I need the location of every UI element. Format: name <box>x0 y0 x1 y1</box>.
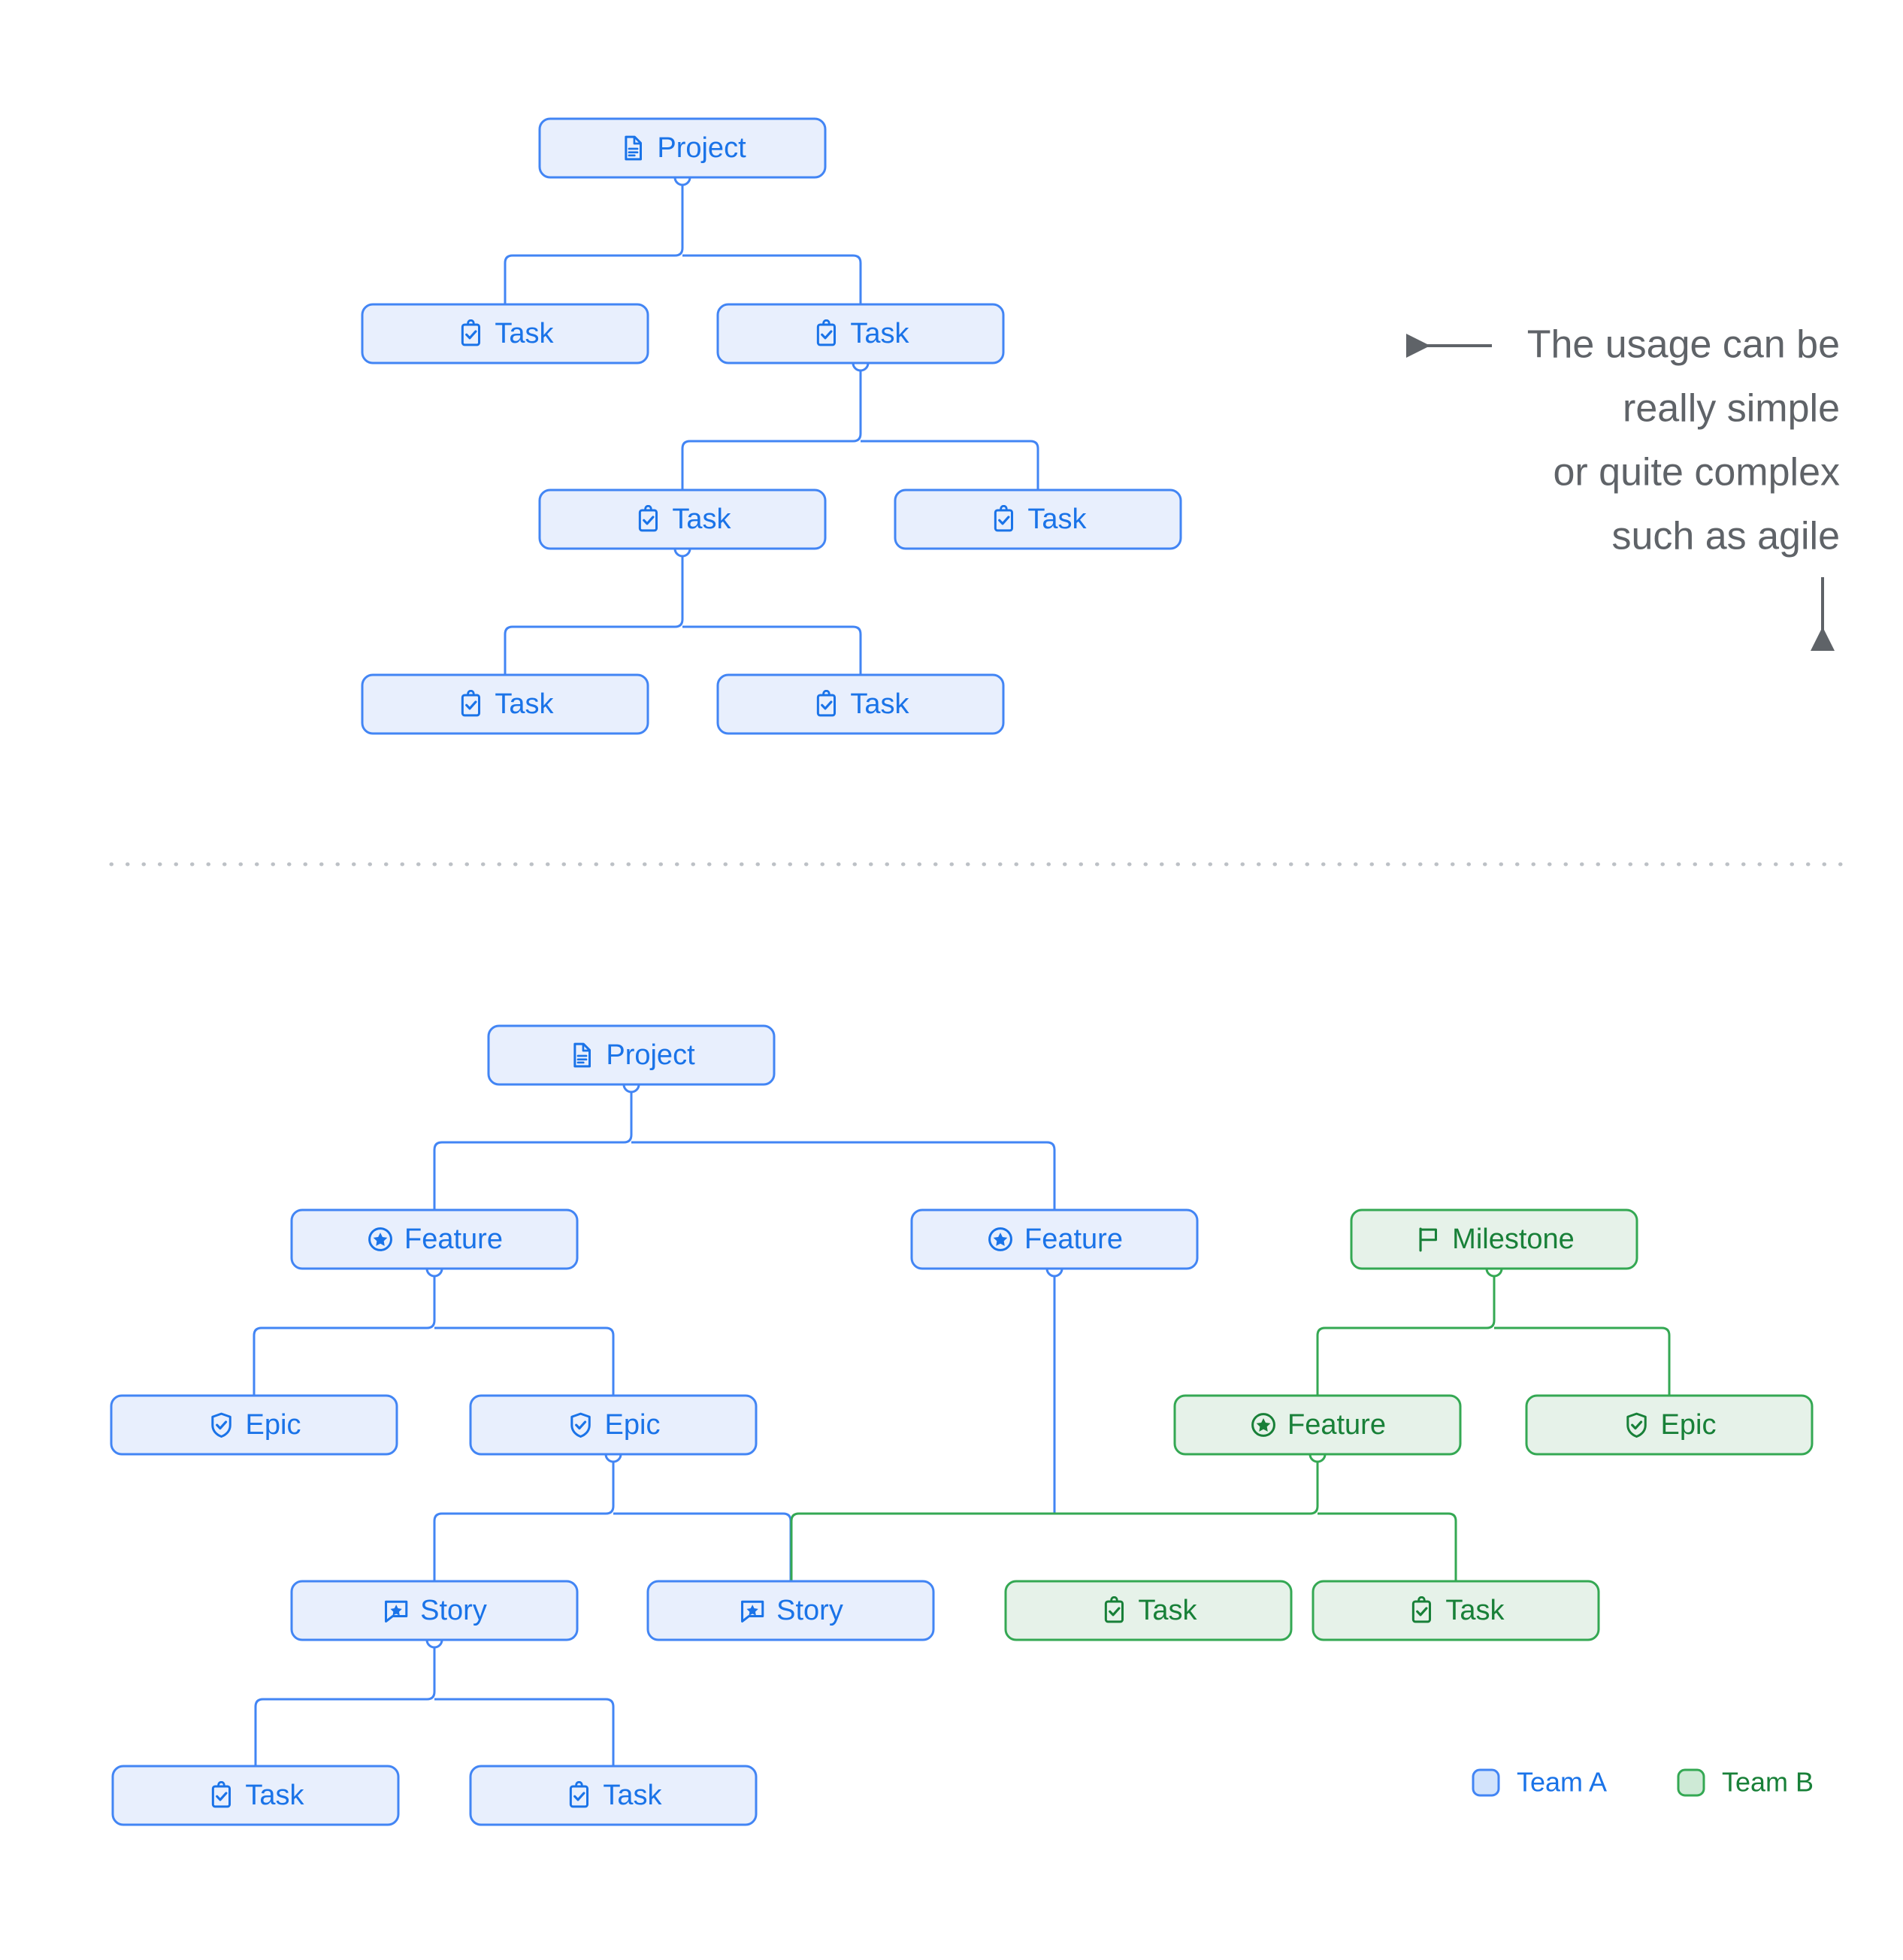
annotation-line-3: or quite complex <box>1553 451 1840 495</box>
node-task[interactable]: Task <box>361 303 649 364</box>
node-epic[interactable]: Epic <box>469 1394 758 1456</box>
node-label: Feature <box>404 1223 503 1255</box>
node-box <box>910 1208 1199 1270</box>
node-task[interactable]: Task <box>469 1765 758 1826</box>
node-box <box>361 673 649 735</box>
node-task[interactable]: Task <box>894 488 1182 550</box>
node-box <box>487 1024 776 1086</box>
connector-group-agile-blue <box>253 1084 1056 1766</box>
node-label: Project <box>657 132 746 164</box>
node-label: Task <box>495 318 554 349</box>
node-label: Story <box>776 1595 843 1626</box>
node-task[interactable]: Task <box>361 673 649 735</box>
node-box <box>1173 1394 1462 1456</box>
node-label: Feature <box>1024 1223 1123 1255</box>
node-box <box>361 303 649 364</box>
rounded-square-swatch <box>1472 1768 1500 1797</box>
node-label: Task <box>603 1780 662 1811</box>
node-label: Task <box>850 318 909 349</box>
node-box <box>1525 1394 1814 1456</box>
annotation-line-2: really simple <box>1623 387 1840 431</box>
rounded-square-swatch <box>1677 1768 1705 1797</box>
node-task[interactable]: Task <box>538 488 827 550</box>
legend-item-team-a[interactable]: Team A <box>1472 1767 1607 1798</box>
node-task[interactable]: Task <box>716 673 1005 735</box>
legend-label-team-a: Team A <box>1517 1767 1607 1798</box>
node-box <box>110 1394 398 1456</box>
connector-group-agile-green <box>790 1269 1671 1581</box>
node-label: Task <box>1138 1595 1197 1626</box>
anchor-dots-agile <box>425 1075 1503 1649</box>
node-epic[interactable]: Epic <box>1525 1394 1814 1456</box>
node-box <box>469 1765 758 1826</box>
node-task[interactable]: Task <box>111 1765 400 1826</box>
node-feature[interactable]: Feature <box>290 1208 579 1270</box>
annotation-line-4: such as agile <box>1611 515 1840 558</box>
node-feature[interactable]: Feature <box>910 1208 1199 1270</box>
node-label: Epic <box>1661 1409 1717 1441</box>
node-box <box>716 673 1005 735</box>
node-label: Task <box>672 504 731 535</box>
node-box <box>538 117 827 179</box>
node-box <box>290 1580 579 1641</box>
node-task[interactable]: Task <box>1004 1580 1293 1641</box>
node-label: Story <box>420 1595 487 1626</box>
node-box <box>469 1394 758 1456</box>
node-box <box>894 488 1182 550</box>
node-box <box>716 303 1005 364</box>
node-milestone[interactable]: Milestone <box>1350 1208 1638 1270</box>
node-box <box>1312 1580 1600 1641</box>
node-box <box>1350 1208 1638 1270</box>
node-project[interactable]: Project <box>487 1024 776 1086</box>
node-box <box>111 1765 400 1826</box>
node-label: Task <box>1445 1595 1505 1626</box>
node-label: Task <box>245 1780 304 1811</box>
node-feature[interactable]: Feature <box>1173 1394 1462 1456</box>
node-story[interactable]: Story <box>290 1580 579 1641</box>
node-label: Milestone <box>1452 1223 1575 1255</box>
node-label: Epic <box>246 1409 301 1441</box>
node-task[interactable]: Task <box>716 303 1005 364</box>
node-box <box>538 488 827 550</box>
node-project[interactable]: Project <box>538 117 827 179</box>
usage-annotation: The usage can be really simple or quite … <box>1406 323 1840 651</box>
node-box <box>290 1208 579 1270</box>
annotation-line-1: The usage can be <box>1527 323 1840 367</box>
legend-item-team-b[interactable]: Team B <box>1677 1767 1814 1798</box>
node-story[interactable]: Story <box>646 1580 935 1641</box>
legend-label-team-b: Team B <box>1722 1767 1814 1798</box>
team-legend: Team A Team B <box>1472 1767 1814 1798</box>
node-epic[interactable]: Epic <box>110 1394 398 1456</box>
node-label: Epic <box>605 1409 661 1441</box>
node-label: Project <box>606 1039 695 1071</box>
node-label: Task <box>1027 504 1087 535</box>
node-label: Task <box>850 688 909 720</box>
node-box <box>646 1580 935 1641</box>
node-box <box>1004 1580 1293 1641</box>
node-task[interactable]: Task <box>1312 1580 1600 1641</box>
node-label: Feature <box>1287 1409 1386 1441</box>
node-label: Task <box>495 688 554 720</box>
connector-group-simple <box>504 177 1039 675</box>
